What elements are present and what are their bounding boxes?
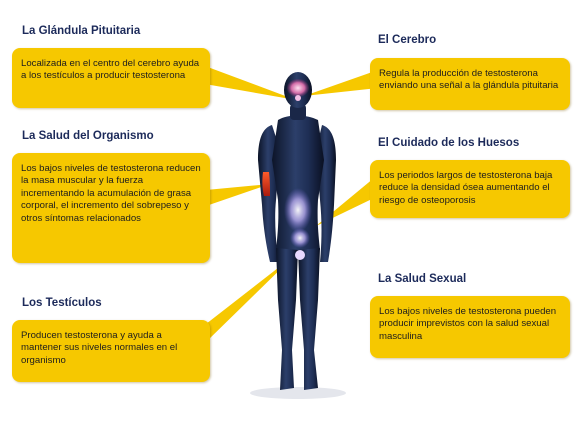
organism-callout: Los bajos niveles de testosterona reduce… bbox=[12, 153, 210, 263]
testicles-callout: Producen testosterona y ayuda a mantener… bbox=[12, 320, 210, 382]
brain-text: Regula la producción de testosterona env… bbox=[379, 68, 559, 92]
brain-callout: Regula la producción de testosterona env… bbox=[370, 58, 570, 110]
pituitary-callout: Localizada en el centro del cerebro ayud… bbox=[12, 48, 210, 108]
pointer-testicles bbox=[206, 254, 296, 342]
sexual-title: La Salud Sexual bbox=[378, 273, 467, 285]
testicles-title: Los Testículos bbox=[22, 297, 102, 309]
human-silhouette bbox=[250, 72, 346, 399]
pituitary-title: La Glándula Pituitaria bbox=[22, 25, 141, 37]
bones-title: El Cuidado de los Huesos bbox=[378, 137, 520, 149]
pituitary-text: Localizada en el centro del cerebro ayud… bbox=[21, 58, 200, 82]
sexual-text: Los bajos niveles de testosterona pueden… bbox=[379, 306, 557, 342]
brain-title: El Cerebro bbox=[378, 34, 437, 46]
bones-callout: Los periodos largos de testosterona baja… bbox=[370, 160, 570, 218]
pointer-pituitary bbox=[205, 66, 296, 100]
organism-title: La Salud del Organismo bbox=[22, 130, 154, 142]
organism-text: Los bajos niveles de testosterona reduce… bbox=[21, 163, 201, 224]
pointer-sexual bbox=[322, 260, 374, 312]
testicles-text: Producen testosterona y ayuda a mantener… bbox=[21, 330, 178, 366]
pointer-brain bbox=[304, 70, 378, 96]
bones-text: Los periodos largos de testosterona baja… bbox=[379, 170, 553, 206]
sexual-callout: Los bajos niveles de testosterona pueden… bbox=[370, 296, 570, 358]
pointer-organism bbox=[206, 184, 270, 206]
